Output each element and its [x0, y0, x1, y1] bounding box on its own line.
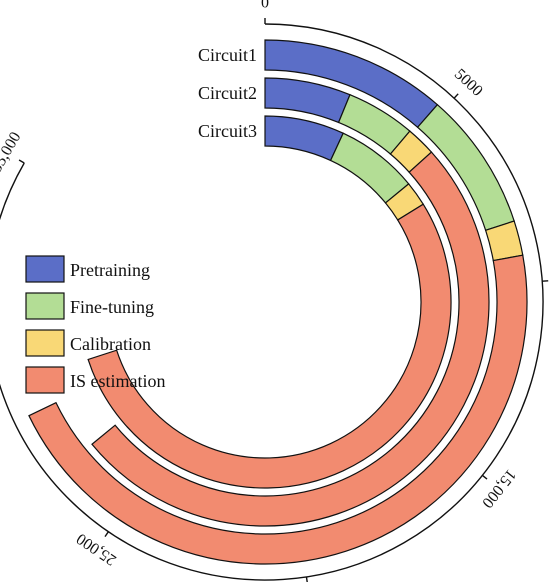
circuit-label: Circuit2 — [198, 83, 257, 103]
axis-tick — [305, 576, 308, 582]
legend-label-fine-tuning: Fine-tuning — [70, 297, 154, 317]
axis-tick — [453, 93, 459, 99]
bar-circuit2-is-estimation — [91, 151, 490, 527]
legend-label-is-estimation: IS estimation — [70, 371, 166, 391]
axis-tick — [104, 531, 109, 538]
axis-tick-label: 0 — [261, 0, 269, 12]
axis-arc — [0, 23, 544, 581]
bar-circuit1-is-estimation — [28, 254, 528, 565]
legend-label-calibration: Calibration — [70, 334, 151, 354]
bars — [28, 39, 528, 565]
axis-tick-label: 25,000 — [74, 530, 120, 569]
circuit-label: Circuit3 — [198, 121, 257, 141]
axis-tick — [18, 159, 25, 164]
legend-swatch-is-estimation — [25, 366, 65, 394]
axis-tick — [481, 474, 488, 480]
bar-circuit3-pretraining — [264, 115, 344, 162]
circuit-label: Circuit1 — [198, 45, 257, 65]
axis-tick-label: 5000 — [451, 66, 486, 100]
bar-circuit2-pretraining — [264, 77, 351, 124]
legend-swatch-fine-tuning — [25, 292, 65, 320]
legend-label-pretraining: Pretraining — [70, 260, 150, 280]
bar-circuit3-is-estimation — [87, 203, 452, 489]
legend-swatch-pretraining — [25, 255, 65, 283]
legend-swatch-calibration — [25, 329, 65, 357]
